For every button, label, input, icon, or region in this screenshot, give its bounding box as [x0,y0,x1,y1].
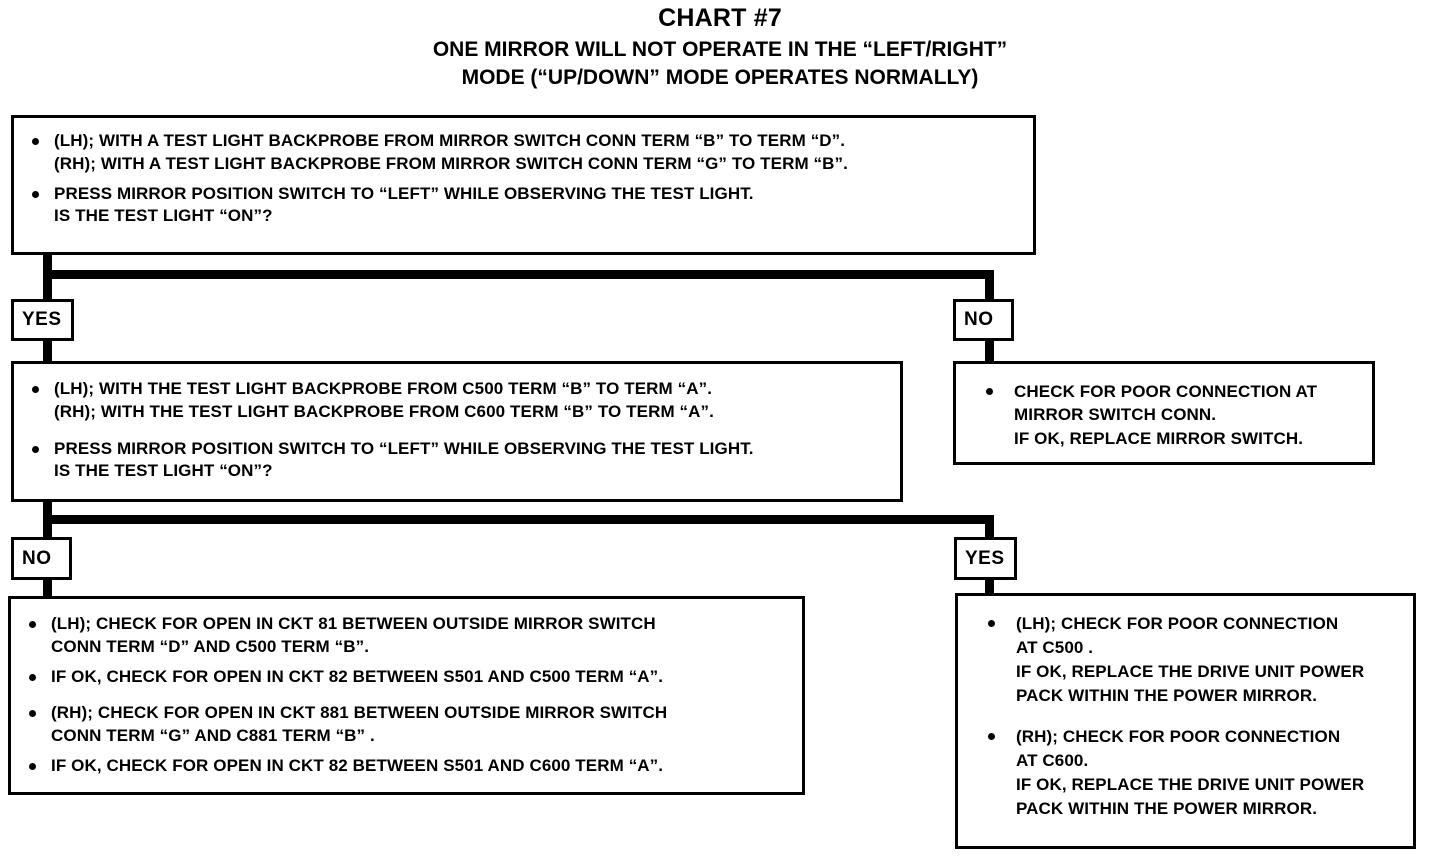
result-yes-2-bullet-2: (RH); CHECK FOR POOR CONNECTION AT C600.… [976,725,1405,822]
step-1-bullet-1: (LH); WITH A TEST LIGHT BACKPROBE FROM M… [24,130,1025,176]
step-1-box: (LH); WITH A TEST LIGHT BACKPROBE FROM M… [11,115,1036,255]
decision-label-no-1-text: NO [964,309,994,330]
chart-subtitle-line-1: ONE MIRROR WILL NOT OPERATE IN THE “LEFT… [432,38,1008,61]
result-yes-2-bullet-1: (LH); CHECK FOR POOR CONNECTION AT C500 … [976,612,1405,709]
connector-step2-down [43,502,52,524]
decision-label-no-2: NO [11,537,72,580]
decision-label-no-1: NO [953,299,1014,341]
connector-step1-down [43,255,52,279]
result-no-1-bullet-list: CHECK FOR POOR CONNECTION AT MIRROR SWIT… [974,380,1364,450]
step-2-bullet-list: (LH); WITH THE TEST LIGHT BACKPROBE FROM… [24,378,892,483]
result-no-2-bullet-3: (RH); CHECK FOR OPEN IN CKT 881 BETWEEN … [21,702,794,748]
result-no-1-box: CHECK FOR POOR CONNECTION AT MIRROR SWIT… [953,361,1375,465]
decision-label-yes-2-text: YES [965,547,1005,569]
result-yes-2-box: (LH); CHECK FOR POOR CONNECTION AT C500 … [955,593,1416,849]
connector-no1-to-result [985,341,994,363]
result-no-2-bullet-4: IF OK, CHECK FOR OPEN IN CKT 82 BETWEEN … [21,755,794,778]
step-2-bullet-1: (LH); WITH THE TEST LIGHT BACKPROBE FROM… [24,378,892,424]
connector-branch2-horizontal [43,515,994,524]
step-2-box: (LH); WITH THE TEST LIGHT BACKPROBE FROM… [11,361,903,502]
result-no-2-box: (LH); CHECK FOR OPEN IN CKT 81 BETWEEN O… [8,596,805,795]
result-yes-2-bullet-list: (LH); CHECK FOR POOR CONNECTION AT C500 … [976,612,1405,821]
connector-branch1-yes-down [43,270,52,299]
step-2-bullet-2: PRESS MIRROR POSITION SWITCH TO “LEFT” W… [24,438,892,484]
chart-subtitle-line-2: MODE (“UP/DOWN” MODE OPERATES NORMALLY) [461,66,979,89]
decision-label-no-2-text: NO [22,547,52,569]
connector-branch1-no-down [985,270,994,299]
decision-label-yes-1: YES [11,299,74,341]
result-no-2-bullet-1: (LH); CHECK FOR OPEN IN CKT 81 BETWEEN O… [21,613,794,659]
connector-yes1-to-step2 [43,341,52,363]
step-1-bullet-list: (LH); WITH A TEST LIGHT BACKPROBE FROM M… [24,130,1025,228]
connector-branch1-horizontal [43,270,994,279]
connector-branch2-yes-down [985,515,994,539]
connector-branch2-no-down [43,515,52,539]
connector-no2-to-result [43,580,52,598]
result-no-2-bullet-2: IF OK, CHECK FOR OPEN IN CKT 82 BETWEEN … [21,666,794,689]
result-no-1-bullet-1: CHECK FOR POOR CONNECTION AT MIRROR SWIT… [974,380,1364,450]
decision-label-yes-2: YES [954,537,1017,580]
decision-label-yes-1-text: YES [22,309,62,330]
chart-title: CHART #7 [658,4,782,32]
step-1-bullet-2: PRESS MIRROR POSITION SWITCH TO “LEFT” W… [24,183,1025,229]
connector-yes2-to-result [985,580,994,595]
result-no-2-bullet-list: (LH); CHECK FOR OPEN IN CKT 81 BETWEEN O… [21,613,794,778]
